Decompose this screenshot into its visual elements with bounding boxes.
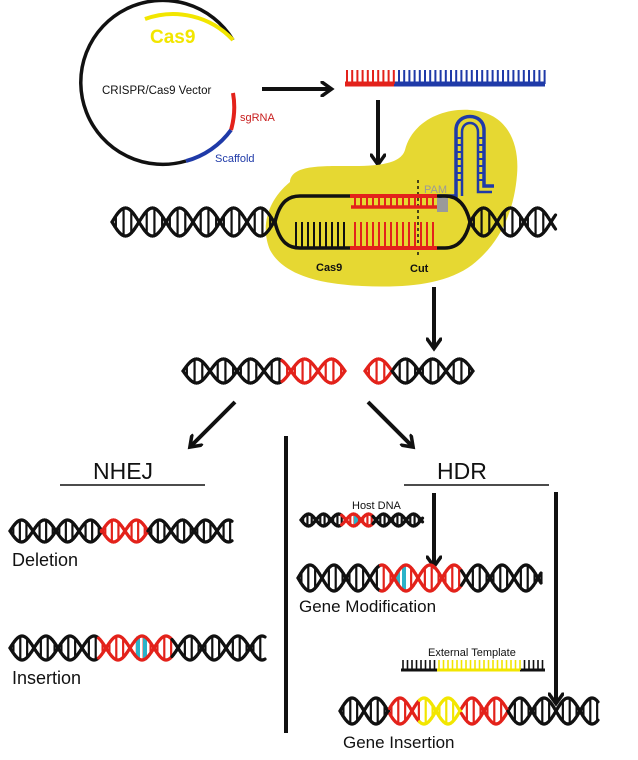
- nhej-deletion-dna: [8, 518, 234, 544]
- nhej-section: NHEJ Deletion Insertion: [12, 458, 205, 688]
- plasmid-scaffold-segment: [185, 128, 233, 163]
- cut-label: Cut: [410, 263, 429, 275]
- helix-strand: [341, 369, 347, 375]
- external-template: [401, 660, 545, 672]
- hdr-title: HDR: [437, 458, 487, 484]
- helix-strand: [552, 213, 558, 219]
- plasmid-cas9-segment: [144, 12, 235, 42]
- nhej-title: NHEJ: [93, 458, 153, 484]
- hdr-section: HDR Host DNA Gene Modification External …: [299, 458, 549, 752]
- dna-left-helix: [110, 206, 276, 238]
- plasmid-vector: Cas9 CRISPR/Cas9 Vector sgRNA Scaffold: [79, 0, 276, 167]
- helix-strand: [228, 518, 234, 523]
- helix-strand: [537, 578, 543, 585]
- dna-open-region: [273, 194, 472, 250]
- helix-strand: [469, 369, 475, 375]
- helix-strand: [594, 698, 600, 704]
- cut-dna-right: [363, 357, 475, 385]
- gene-modification-dna: [296, 563, 543, 593]
- plasmid-backbone: [79, 0, 235, 167]
- helix-strand: [552, 225, 558, 231]
- insertion-label: Insertion: [12, 668, 81, 688]
- helix-strand: [537, 571, 543, 578]
- hairpin-strand-inner: [460, 121, 492, 196]
- arrow-to-hdr: [366, 400, 412, 446]
- host-dna: [299, 512, 425, 528]
- plasmid-cas9-label: Cas9: [150, 27, 195, 48]
- deletion-label: Deletion: [12, 550, 78, 570]
- helix-strand: [594, 718, 600, 724]
- plasmid-scaffold-label: Scaffold: [215, 153, 255, 165]
- plasmid-sgrna-label: sgRNA: [240, 112, 276, 124]
- pam-label: PAM: [424, 184, 447, 196]
- plasmid-title: CRISPR/Cas9 Vector: [102, 85, 211, 97]
- gene-modification-label: Gene Modification: [299, 597, 436, 616]
- gene-insertion-dna: [338, 696, 600, 726]
- cas9-label: Cas9: [316, 262, 342, 274]
- external-template-label: External Template: [428, 647, 516, 659]
- cut-dna-left: [181, 357, 347, 385]
- guide-rna: [345, 70, 546, 87]
- gene-insertion-label: Gene Insertion: [343, 733, 455, 752]
- host-dna-label: Host DNA: [352, 500, 402, 512]
- pam-site: [437, 198, 448, 212]
- helix-strand: [261, 657, 267, 662]
- nhej-insertion-dna: [8, 634, 267, 662]
- scaffold-hairpin: [437, 114, 494, 212]
- plasmid-sgrna-segment: [229, 92, 237, 131]
- dna-layer: [8, 194, 600, 726]
- hairpin-strand-outer: [438, 114, 494, 205]
- dna-right-helix: [468, 206, 558, 238]
- helix-strand: [419, 516, 425, 522]
- helix-strand: [228, 539, 234, 544]
- arrows: [191, 89, 556, 702]
- arrow-to-nhej: [191, 400, 237, 446]
- helix-strand: [261, 634, 267, 639]
